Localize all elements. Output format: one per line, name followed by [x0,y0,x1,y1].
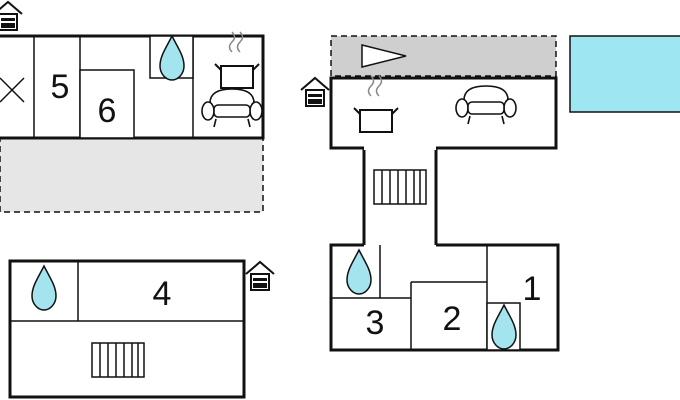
building-right: 3 2 1 [300,35,560,352]
radiator-icon [91,342,145,378]
bed-cross-icon [0,77,25,103]
house-entrance-icon [0,1,23,31]
room-number-5: 5 [51,68,70,106]
room-number-3: 3 [366,304,385,342]
room-number-2: 2 [443,300,462,338]
pool [569,35,680,113]
building-top-left: 5 6 [0,1,265,213]
room-6-box [79,69,135,139]
terrace-flag-icon [361,44,407,68]
room-number-6: 6 [98,92,117,130]
shaded-outdoor-area [0,137,264,213]
house-entrance-icon [300,77,330,107]
radiator-icon [373,169,427,205]
room-number-1: 1 [523,270,542,308]
house-entrance-icon [245,261,275,291]
room-number-4: 4 [153,275,172,313]
building-bottom-left: 4 [8,259,275,399]
